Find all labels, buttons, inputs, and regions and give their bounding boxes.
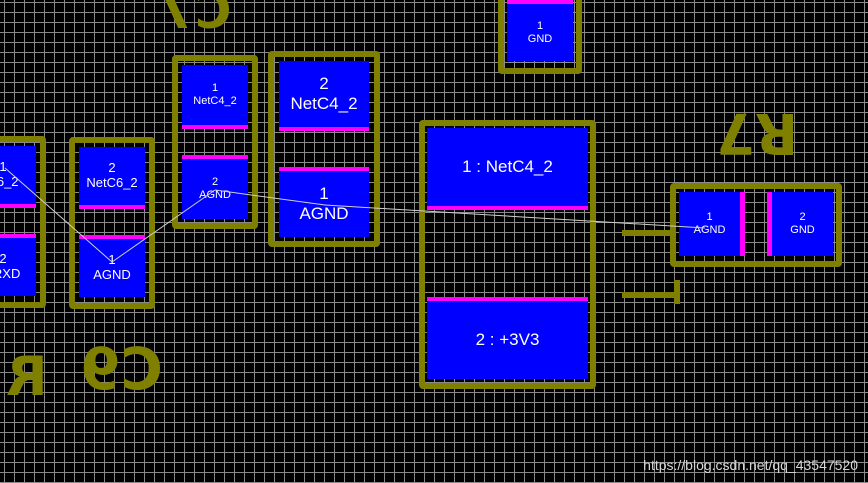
component-c6[interactable] xyxy=(69,137,155,309)
pad-gnd-top[interactable]: 1 GND xyxy=(507,0,573,61)
pad-big-1[interactable]: 1 : NetC4_2 xyxy=(427,128,588,210)
silk-mark-stem xyxy=(674,280,680,304)
component-r7[interactable] xyxy=(670,183,842,267)
ratsnest-line xyxy=(324,204,706,229)
silk-mark-bar-upper xyxy=(622,230,672,236)
pad-c4-1[interactable]: 1 AGND xyxy=(279,167,369,237)
pad-c7-1[interactable]: 1 NetC4_2 xyxy=(182,65,248,129)
pad-big-2[interactable]: 2 : +3V3 xyxy=(427,297,588,379)
component-c7[interactable] xyxy=(172,55,258,229)
ratsnest-line xyxy=(111,189,216,263)
component-gnd-top[interactable] xyxy=(498,0,582,74)
component-c4[interactable] xyxy=(268,51,380,247)
pad-r7-1[interactable]: 1 AGND xyxy=(679,192,745,256)
pad-c7-2[interactable]: 2 AGND xyxy=(182,155,248,219)
pad-c6-2[interactable]: 2 NetC6_2 xyxy=(79,147,145,209)
silk-mark-bar-lower xyxy=(622,292,680,298)
watermark: https://blog.csdn.net/qq_43547520 xyxy=(643,457,858,473)
component-big[interactable] xyxy=(419,120,596,389)
pad-r7-2[interactable]: 2 GND xyxy=(767,192,833,256)
pad-c4-2[interactable]: 2 NetC4_2 xyxy=(279,61,369,131)
pad-left-top[interactable]: 1 C6_2 xyxy=(0,146,36,208)
pad-c6-1[interactable]: 1 AGND xyxy=(79,235,145,297)
pad-left-bottom[interactable]: 2 _RXD xyxy=(0,234,36,296)
ratsnest-line xyxy=(214,189,326,206)
component-left-partial[interactable] xyxy=(0,136,46,308)
ratsnest-line xyxy=(4,167,113,263)
